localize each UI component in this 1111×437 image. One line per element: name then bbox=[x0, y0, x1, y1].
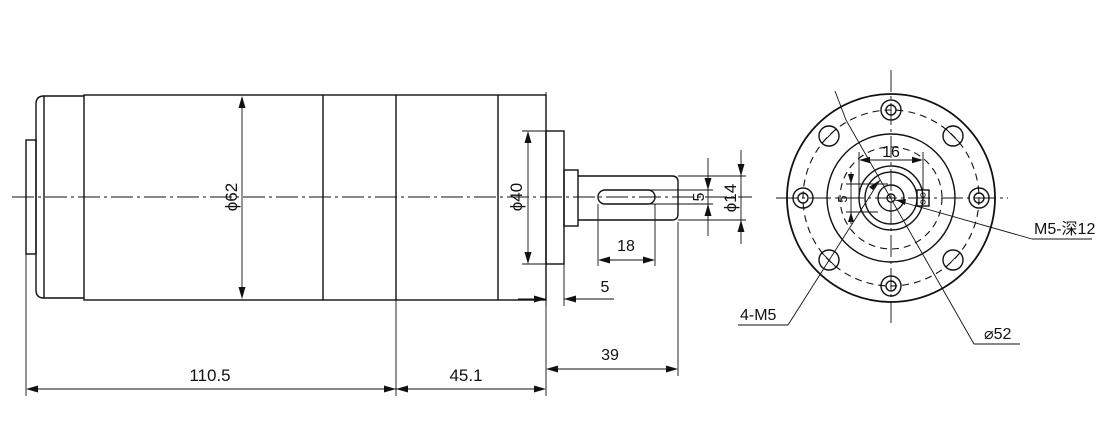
leader-mount-holes: 4-M5 bbox=[738, 179, 881, 326]
key-dot-1 bbox=[920, 192, 926, 198]
mounting-hole-upper-right bbox=[942, 125, 964, 147]
dim-dia40-label: ϕ40 bbox=[507, 183, 526, 211]
shaft-center-hole bbox=[886, 193, 896, 203]
mount-holes-label: 4-M5 bbox=[740, 307, 777, 324]
dim-dia14-label: ϕ14 bbox=[721, 184, 740, 212]
bolt-circle bbox=[802, 109, 980, 287]
dim-shaft-length: 39 bbox=[546, 222, 679, 376]
dim-key-length: 18 bbox=[597, 204, 656, 266]
front-pilot bbox=[545, 130, 565, 265]
keyway-slot bbox=[597, 189, 656, 205]
dim-hole-spacing-label: 16 bbox=[882, 144, 900, 161]
leader-center-thread: M5-深12 bbox=[894, 199, 1095, 240]
pilot-circle bbox=[826, 133, 956, 263]
dim-hole-spacing: 16 bbox=[858, 144, 924, 200]
inner-hole-circle bbox=[839, 146, 943, 250]
dim-shaft-length-label: 39 bbox=[601, 347, 619, 364]
shaft-circle bbox=[877, 184, 905, 212]
dim-dia62-label: ϕ62 bbox=[222, 183, 241, 211]
key-dot-2 bbox=[920, 199, 926, 205]
motor-body bbox=[83, 94, 547, 301]
dim-dia62: ϕ62 bbox=[222, 96, 246, 299]
shaft-collar bbox=[563, 169, 579, 227]
mounting-hole-top bbox=[880, 99, 902, 121]
dim-key-width-label: 5 bbox=[691, 192, 708, 201]
mounting-hole-lower-right bbox=[942, 249, 964, 271]
mounting-hole-right bbox=[968, 187, 990, 209]
dim-110-5-label: 110.5 bbox=[189, 366, 230, 385]
leader-bolt-circle: ⌀52 bbox=[834, 90, 1020, 345]
dim-overall-lengths: 110.5 45.1 bbox=[25, 92, 547, 396]
front-view: 16 5 M5-深12 ⌀52 bbox=[738, 70, 1095, 345]
side-view: ϕ62 ϕ40 ϕ14 5 bbox=[12, 92, 752, 396]
rear-boss bbox=[25, 139, 37, 255]
dim-45-1-label: 45.1 bbox=[449, 366, 482, 385]
dim-dia40: ϕ40 bbox=[507, 130, 546, 265]
center-thread-label: M5-深12 bbox=[1034, 220, 1095, 238]
dim-key-length-label: 18 bbox=[617, 238, 635, 255]
bolt-circle-label: ⌀52 bbox=[984, 326, 1012, 343]
mounting-hole-upper-left bbox=[818, 125, 840, 147]
mounting-hole-left bbox=[792, 187, 814, 209]
mounting-hole-bottom bbox=[880, 275, 902, 297]
dim-pilot-label: 5 bbox=[601, 279, 610, 296]
dim-key-width: 5 bbox=[650, 158, 713, 236]
dim-key-depth: 5 bbox=[835, 172, 888, 224]
body-outline-circle bbox=[786, 93, 996, 303]
output-shaft bbox=[578, 175, 679, 221]
dim-dia14: ϕ14 bbox=[678, 150, 746, 244]
dim-key-depth-label: 5 bbox=[835, 195, 850, 202]
